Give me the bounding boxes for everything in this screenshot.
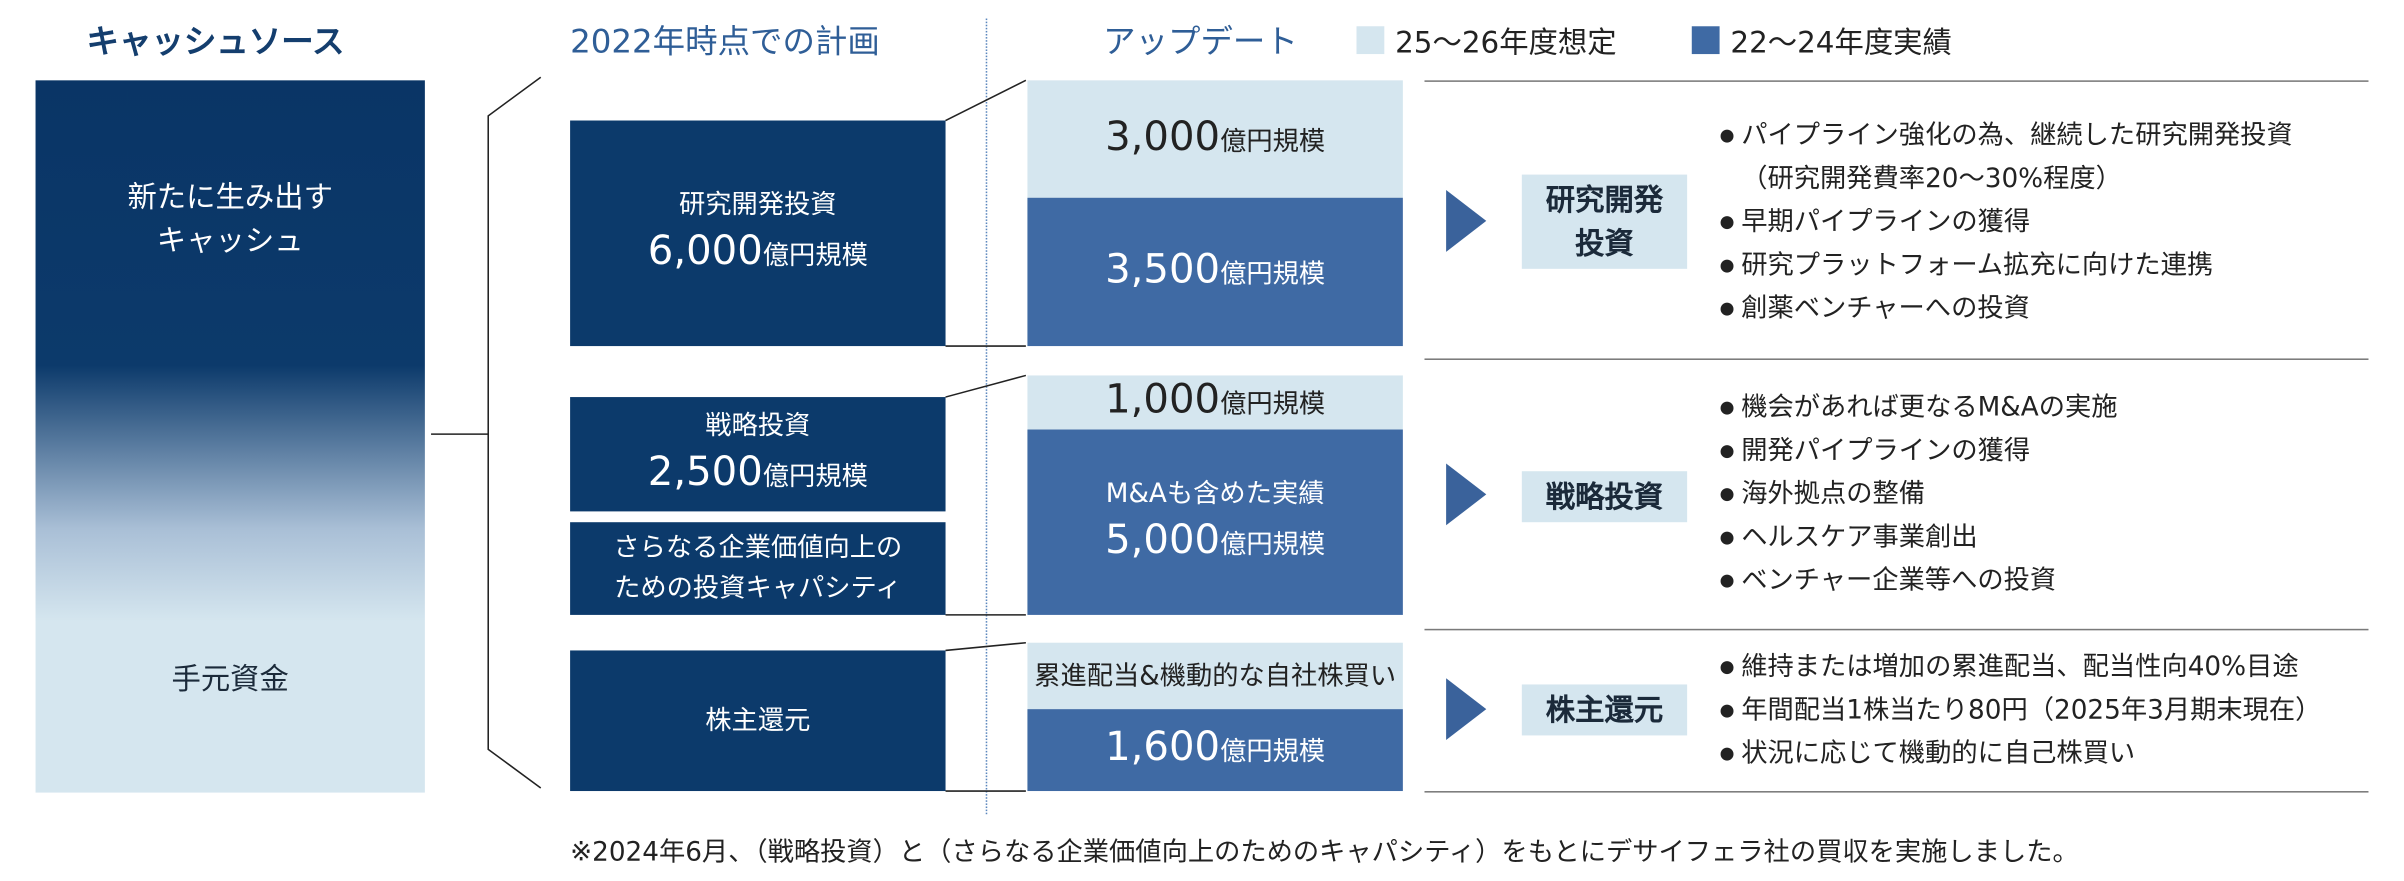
list-item: （研究開発費率20～30%程度） xyxy=(1741,163,2122,195)
update-rd-forecast-unit: 億円規模 xyxy=(1220,125,1326,157)
rd-wedge-top xyxy=(945,79,1027,122)
update-rd-forecast-amount: 3,000 xyxy=(1105,113,1221,160)
list-item: 年間配当1株当たり80円（2025年3月期末現在） xyxy=(1720,689,2322,732)
arrow-right-icon xyxy=(1446,463,1487,526)
list-item: ヘルスケア事業創出 xyxy=(1720,516,2118,559)
plan-strategic-name: 戦略投資 xyxy=(705,410,811,442)
plan-strategic-box: 戦略投資 2,500億円規模 xyxy=(570,397,946,512)
update-shareholder-actual-box: 1,600億円規模 xyxy=(1027,709,1403,792)
brace-line xyxy=(487,76,542,789)
cash-source-header: キャッシュソース xyxy=(86,23,345,61)
update-rd-actual-amount: 3,500 xyxy=(1105,246,1221,293)
separator-bottom xyxy=(1424,791,2369,793)
plan-rd-name: 研究開発投資 xyxy=(679,189,837,221)
arrow-right-icon xyxy=(1446,190,1487,252)
footnote: ※2024年6月、（戦略投資）と（さらなる企業価値向上のためのキャパシティ）をも… xyxy=(570,837,2079,869)
strategic-bullet-list: 機会があれば更なるM&Aの実施 開発パイプラインの獲得 海外拠点の整備 ヘルスケ… xyxy=(1720,386,2118,602)
update-shareholder-actual-amount: 1,600 xyxy=(1105,724,1221,771)
plan-capacity-line2: ための投資キャパシティ xyxy=(614,573,902,605)
update-shareholder-forecast-note: 累進配当&機動的な自社株買い xyxy=(1034,660,1397,692)
plan-shareholder-box: 株主還元 xyxy=(570,650,946,792)
plan-rd-amount: 6,000 xyxy=(647,227,763,275)
legend-forecast-label: 25～26年度想定 xyxy=(1395,26,1617,61)
plan-rd-box: 研究開発投資 6,000億円規模 xyxy=(570,120,946,347)
list-item: 維持または増加の累進配当、配当性向40%目途 xyxy=(1720,646,2322,689)
list-item: 開発パイプラインの獲得 xyxy=(1720,430,2118,473)
list-item: 状況に応じて機動的に自己株買い xyxy=(1720,732,2322,775)
shareholder-bullet-list: 維持または増加の累進配当、配当性向40%目途 年間配当1株当たり80円（2025… xyxy=(1720,646,2322,776)
plan-shareholder-name: 株主還元 xyxy=(705,705,811,737)
dotted-divider xyxy=(985,18,988,815)
list-item: 機会があれば更なるM&Aの実施 xyxy=(1720,386,2118,429)
list-item: ベンチャー企業等への投資 xyxy=(1720,559,2118,602)
new-cash-line2: キャッシュ xyxy=(156,224,304,259)
category-tag-rd: 研究開発 投資 xyxy=(1521,174,1688,269)
list-item: 研究プラットフォーム拡充に向けた連携 xyxy=(1720,244,2293,287)
update-strategic-actual-note: M&Aも含めた実績 xyxy=(1105,478,1325,510)
update-strategic-actual-amount: 5,000 xyxy=(1105,516,1221,564)
separator-strategic-shareholder xyxy=(1424,628,2369,631)
arrow-right-icon xyxy=(1446,678,1487,741)
rd-bullet-list: パイプライン強化の為、継続した研究開発投資 （研究開発費率20～30%程度） 早… xyxy=(1720,114,2293,330)
update-shareholder-actual-unit: 億円規模 xyxy=(1220,736,1326,768)
update-strategic-actual-box: M&Aも含めた実績 5,000億円規模 xyxy=(1027,429,1403,615)
update-shareholder-forecast-box: 累進配当&機動的な自社株買い xyxy=(1027,642,1403,710)
separator-top xyxy=(1424,80,2369,82)
update-header: アップデート xyxy=(1103,23,1298,61)
plan-2022-header: 2022年時点での計画 xyxy=(570,23,880,61)
separator-rd-strategic xyxy=(1424,358,2369,360)
new-cash-label: 新たに生み出す キャッシュ xyxy=(36,176,425,263)
plan-capacity-box: さらなる企業価値向上の ための投資キャパシティ xyxy=(570,522,946,615)
update-strategic-forecast-amount: 1,000 xyxy=(1105,376,1221,424)
cash-source-bar xyxy=(35,80,425,793)
legend-forecast-swatch xyxy=(1356,26,1385,55)
shareholder-wedge-top xyxy=(945,641,1026,652)
cash-on-hand-label: 手元資金 xyxy=(171,662,289,697)
plan-strategic-amount: 2,500 xyxy=(647,448,763,496)
category-tag-shareholder: 株主還元 xyxy=(1521,684,1688,736)
list-item: 海外拠点の整備 xyxy=(1720,473,2118,516)
update-rd-forecast-box: 3,000億円規模 xyxy=(1027,80,1403,198)
category-tag-rd-line2: 投資 xyxy=(1575,226,1634,261)
strategic-wedge-top xyxy=(945,374,1027,398)
plan-capacity-line1: さらなる企業価値向上の xyxy=(613,533,903,564)
list-item: パイプライン強化の為、継続した研究開発投資 xyxy=(1720,114,2293,157)
plan-strategic-unit: 億円規模 xyxy=(762,461,868,493)
category-tag-strategic: 戦略投資 xyxy=(1521,471,1688,523)
new-cash-line1: 新たに生み出す xyxy=(127,180,333,215)
update-strategic-forecast-unit: 億円規模 xyxy=(1220,389,1326,421)
plan-rd-unit: 億円規模 xyxy=(762,240,868,272)
category-tag-rd-line1: 研究開発 xyxy=(1545,183,1664,218)
update-rd-actual-box: 3,500億円規模 xyxy=(1027,197,1403,347)
list-item: 早期パイプラインの獲得 xyxy=(1720,201,2293,244)
update-rd-actual-unit: 億円規模 xyxy=(1220,258,1326,290)
update-strategic-forecast-box: 1,000億円規模 xyxy=(1027,375,1403,430)
update-strategic-actual-unit: 億円規模 xyxy=(1220,529,1326,561)
legend-actual-label: 22～24年度実績 xyxy=(1730,26,1952,61)
list-item: 創薬ベンチャーへの投資 xyxy=(1720,287,2293,330)
legend-actual-swatch xyxy=(1691,26,1720,55)
